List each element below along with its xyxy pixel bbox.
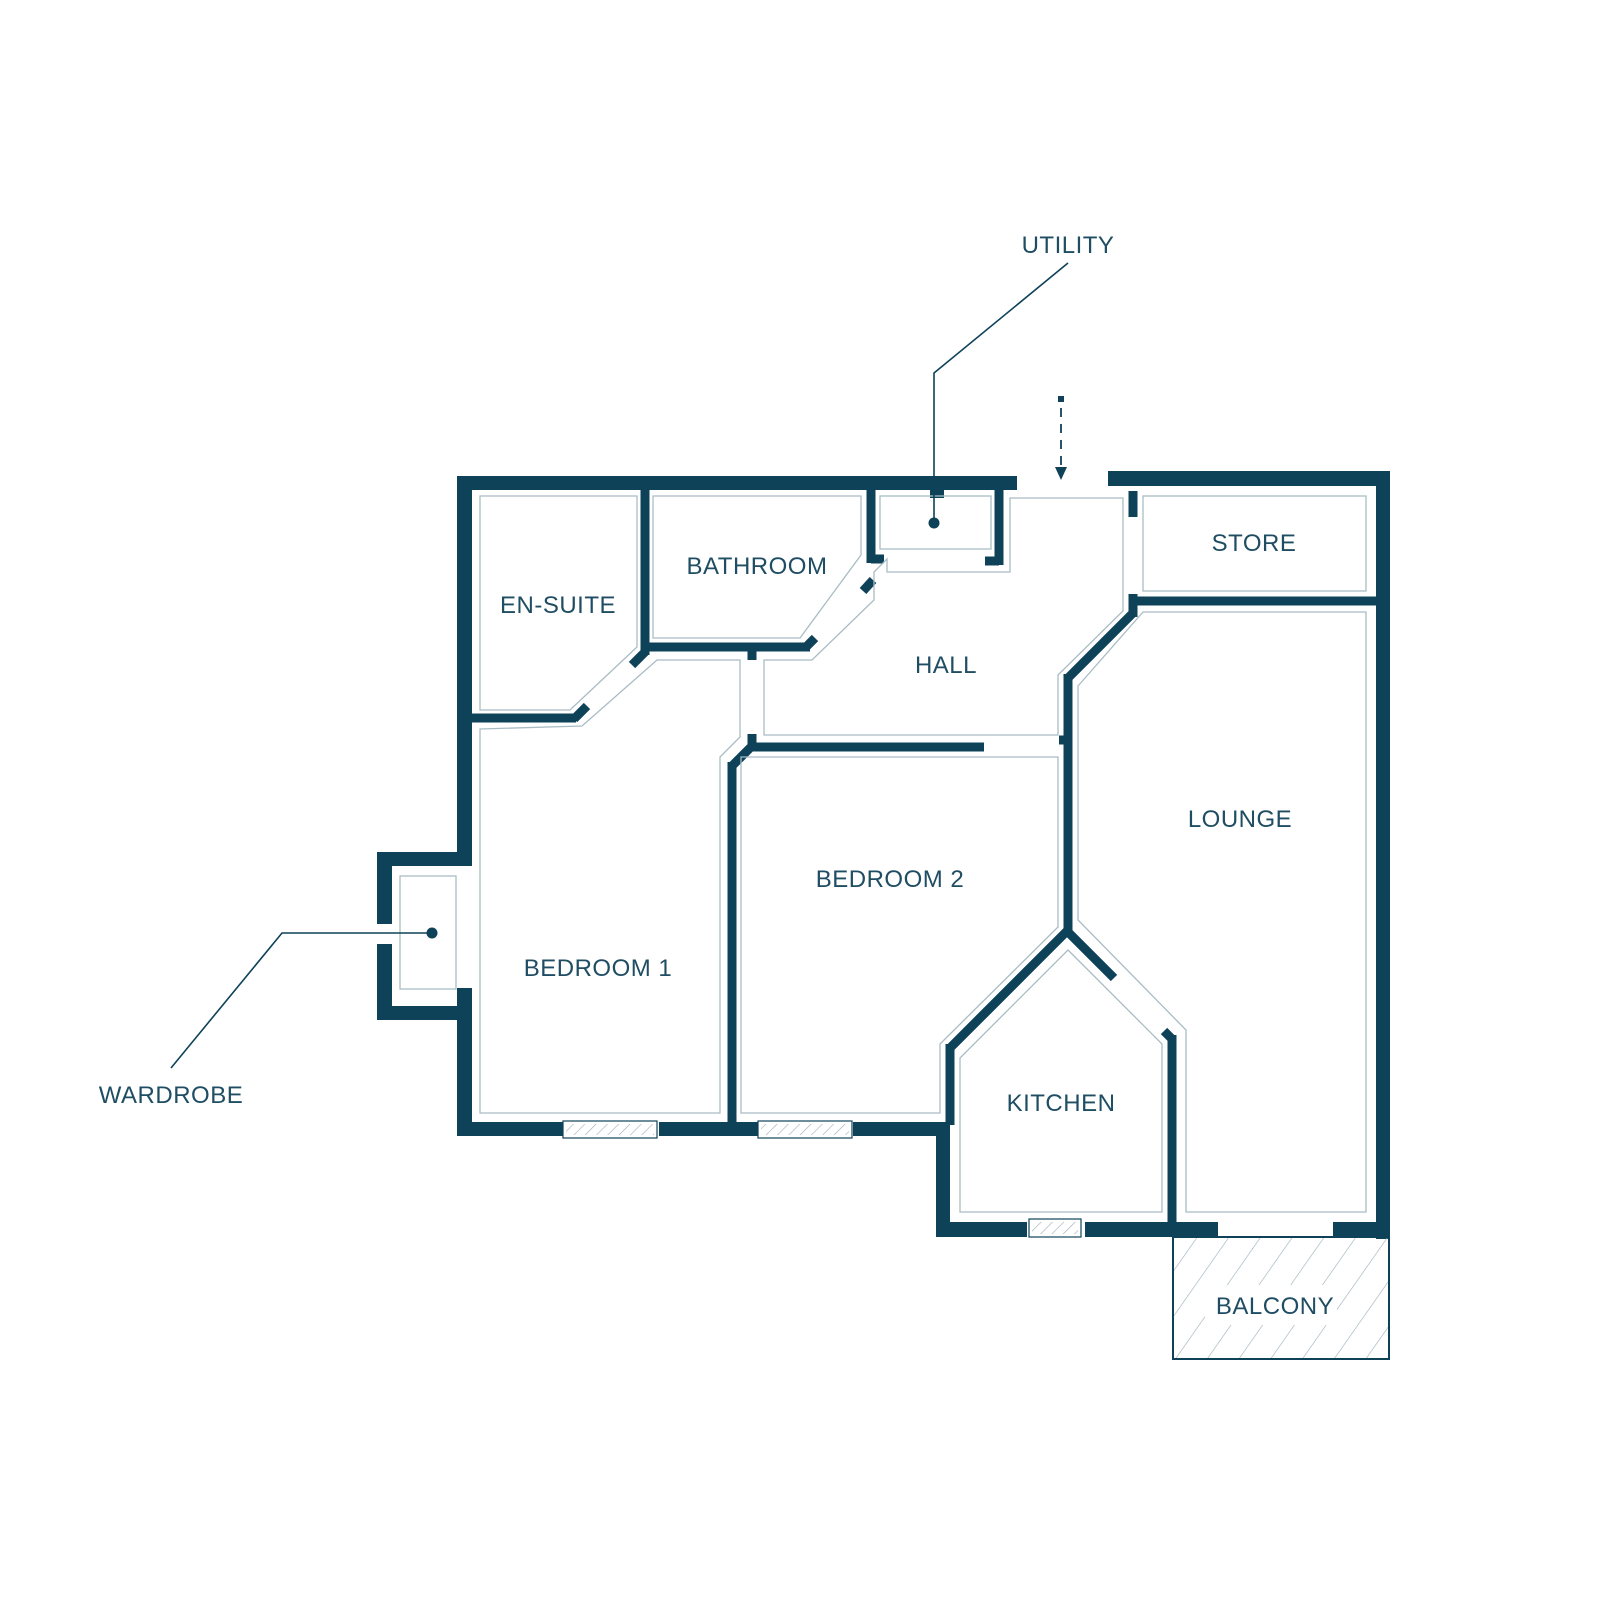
bottom-wall-a [457,1122,563,1136]
lounge-bottom-a [1176,1222,1218,1237]
windows [562,1120,1082,1238]
bedroom-2-label: BEDROOM 2 [816,866,965,893]
balcony-area [1172,1236,1390,1360]
inner-walls [472,476,1380,1225]
top-wall-right [1108,471,1390,486]
lounge-label: LOUNGE [1188,806,1292,833]
wardrobe-top [377,852,472,866]
bottom-wall-b [659,1122,758,1136]
utility-marker-icon [928,517,940,529]
utility-leader [928,262,1069,529]
bottom-wall-c [853,1122,950,1136]
hall-label: HALL [915,652,977,679]
kitchen-bottom-a [936,1222,1027,1237]
kitchen-label: KITCHEN [1007,1090,1116,1117]
en-suite-label: EN-SUITE [500,592,616,619]
left-wall-upper [457,476,472,862]
wardrobe-leader [170,927,438,1069]
left-wall-lower [457,988,472,1136]
utility-label: UTILITY [1022,232,1115,259]
bedroom-1-label: BEDROOM 1 [524,955,673,982]
balcony-label: BALCONY [1216,1293,1334,1320]
top-wall-left [457,476,1017,490]
kitchen-left-wall [936,1122,950,1237]
room-labels: EN-SUITE BATHROOM HALL STORE LOUNGE BEDR… [99,232,1334,1320]
bathroom-label: BATHROOM [687,553,828,580]
wardrobe-label: WARDROBE [99,1082,243,1109]
right-wall [1376,471,1390,1239]
lounge-bottom-b [1333,1222,1390,1237]
entrance-arrow-icon [1055,396,1067,480]
wardrobe-bottom [377,1006,472,1020]
wardrobe-left-lower [377,944,392,1020]
wardrobe-marker-icon [426,927,438,939]
store-label: STORE [1212,530,1297,557]
wardrobe-left-upper [377,852,392,924]
outer-walls [377,471,1390,1239]
